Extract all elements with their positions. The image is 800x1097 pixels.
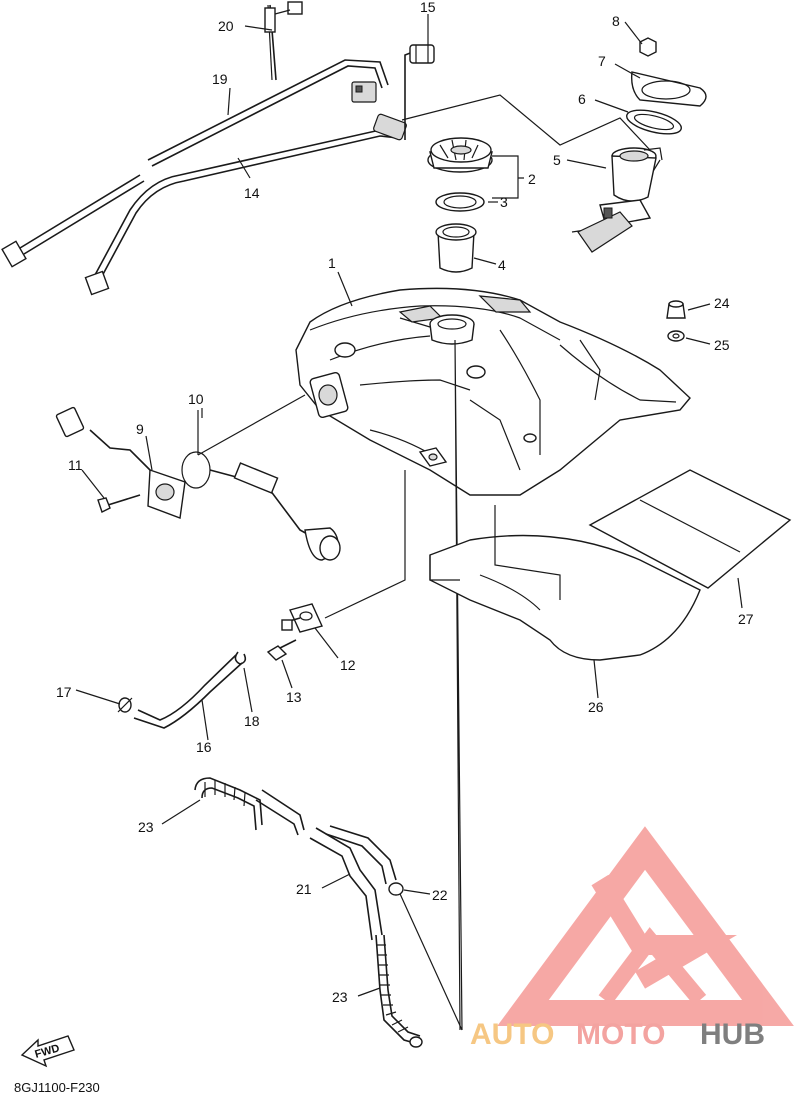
- callout-17: 17: [56, 684, 72, 700]
- fuel-cap-2: [427, 137, 493, 173]
- leader-line-drain: [324, 470, 406, 619]
- callout-labels: 20 19 14 15 8 7 6 5 2 3 4 1 24 25 10 9 1…: [56, 0, 754, 1005]
- watermark-logo-icon: [497, 826, 794, 1026]
- clip-18: [234, 651, 247, 665]
- clip-17: [117, 697, 133, 713]
- hose-21: [255, 789, 397, 941]
- fuel-level-sender-10: [181, 394, 341, 561]
- drain-fitting-12: [281, 603, 323, 633]
- callout-16: 16: [196, 739, 212, 755]
- callout-13: 13: [286, 689, 302, 705]
- callout-25: 25: [714, 337, 730, 353]
- filler-neck-4: [435, 223, 477, 273]
- callout-20: 20: [218, 18, 234, 34]
- callout-11: 11: [68, 457, 83, 473]
- sheet-27: [588, 469, 792, 589]
- callout-23-bottom: 23: [332, 989, 348, 1005]
- watermark-auto: AUTO: [470, 1018, 554, 1051]
- callout-1: 1: [328, 255, 336, 271]
- cap-24: [666, 300, 686, 319]
- clamp-20: [264, 1, 303, 81]
- bolt-11: [97, 494, 141, 513]
- gasket-6: [626, 109, 682, 135]
- gasket-3: [435, 192, 485, 212]
- fuel-tank-1: [295, 287, 691, 496]
- callout-2: 2: [528, 171, 536, 187]
- bolt-8: [639, 37, 657, 57]
- callout-9: 9: [136, 421, 144, 437]
- callout-8: 8: [612, 13, 620, 29]
- forward-arrow-icon: FWD: [20, 1035, 75, 1068]
- callout-3: 3: [500, 194, 508, 210]
- sender-bracket-9: [55, 406, 186, 519]
- washer-25: [667, 330, 685, 342]
- callout-12: 12: [340, 657, 356, 673]
- callout-4: 4: [498, 257, 506, 273]
- callout-21: 21: [296, 881, 312, 897]
- leader-lines: [75, 14, 743, 997]
- leader-line-center: [454, 339, 463, 1031]
- callout-15: 15: [420, 0, 436, 15]
- watermark-text: AUTO MOTO HUB: [470, 1018, 765, 1051]
- hose-assembly-23-top: [194, 777, 263, 831]
- retainer-plate-7: [630, 71, 707, 107]
- callout-24: 24: [714, 295, 730, 311]
- callout-14: 14: [244, 185, 260, 201]
- leader-frame-top: [401, 94, 651, 151]
- callout-27: 27: [738, 611, 754, 627]
- callout-22: 22: [432, 887, 448, 903]
- callout-18: 18: [244, 713, 260, 729]
- wire-harness-19: [1, 59, 389, 268]
- clip-15: [409, 44, 435, 64]
- watermark-hub: HUB: [700, 1018, 765, 1051]
- callout-7: 7: [598, 53, 606, 69]
- callout-5: 5: [553, 152, 561, 168]
- hose-16: [133, 654, 243, 729]
- watermark-moto: MOTO: [576, 1018, 665, 1051]
- leader-line-22: [395, 884, 463, 1031]
- clip-22: [388, 882, 404, 896]
- fuel-pump-5: [577, 147, 663, 253]
- callout-26: 26: [588, 699, 604, 715]
- hose-assembly-23-bottom: [375, 934, 423, 1048]
- callout-19: 19: [212, 71, 228, 87]
- diagram-code: 8GJ1100-F230: [14, 1080, 100, 1095]
- bolt-13: [266, 639, 297, 661]
- callout-10: 10: [188, 391, 204, 407]
- heat-shield-26: [429, 505, 701, 661]
- callout-23-top: 23: [138, 819, 154, 835]
- callout-6: 6: [578, 91, 586, 107]
